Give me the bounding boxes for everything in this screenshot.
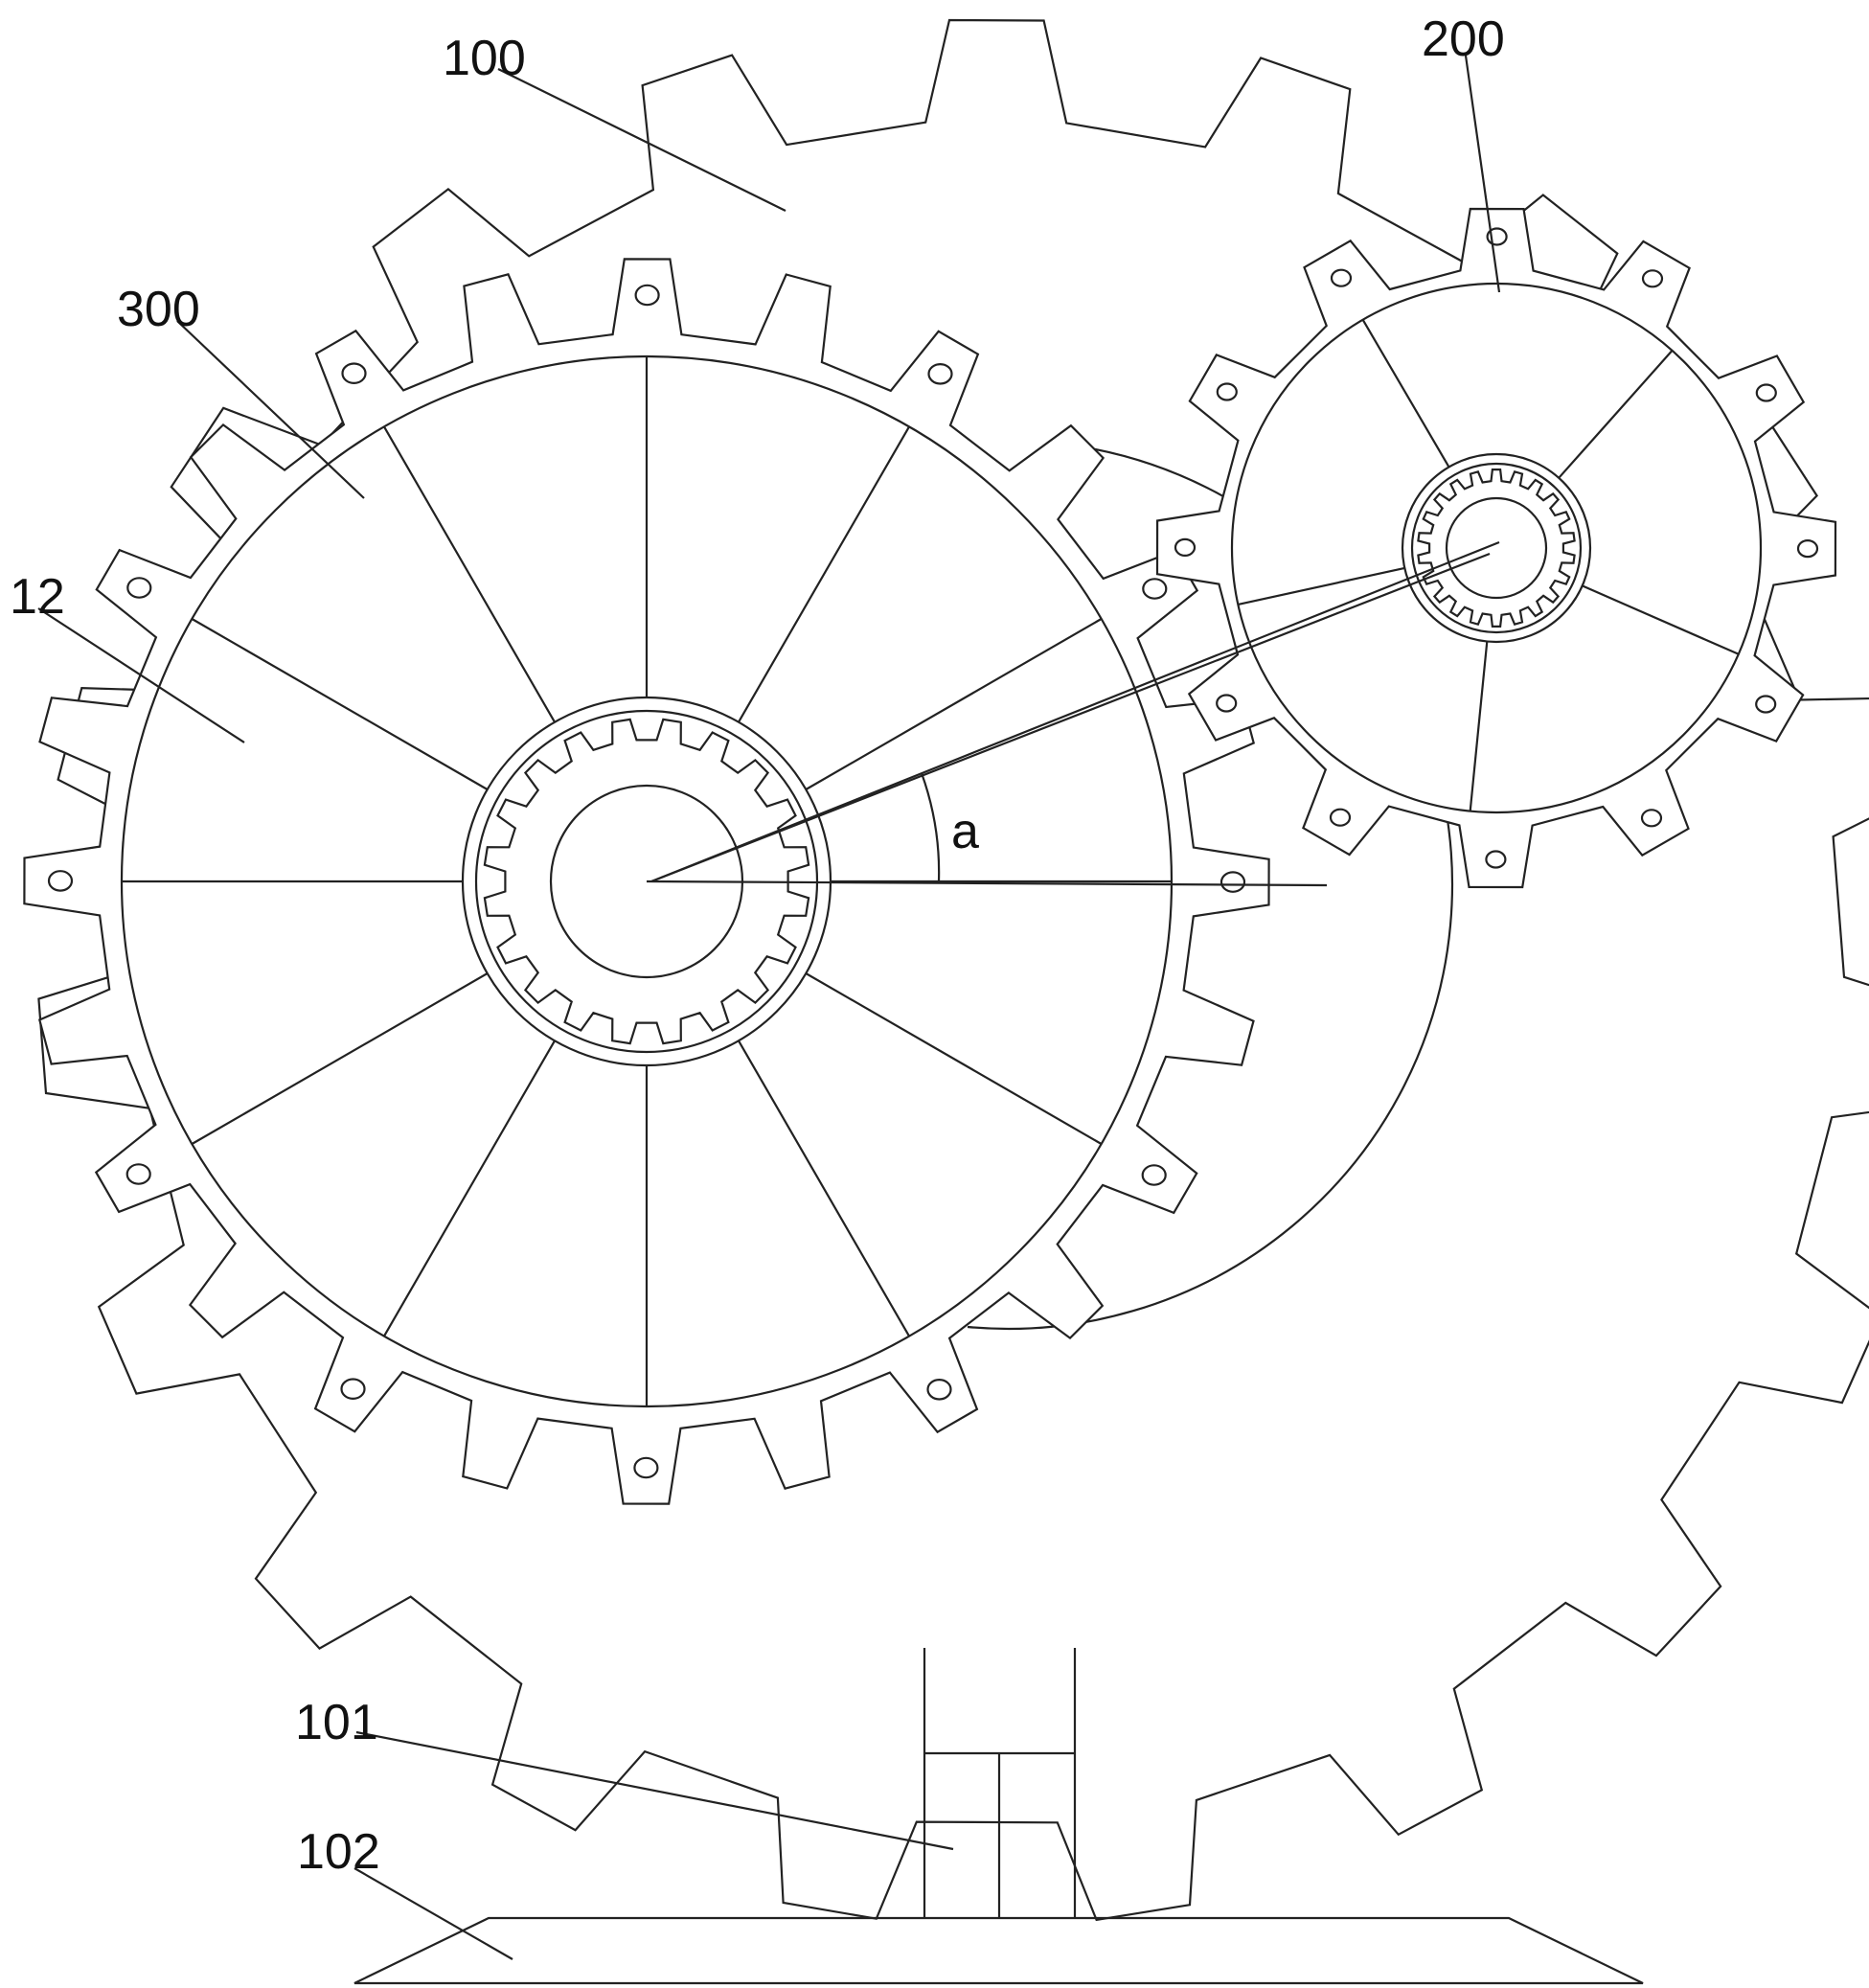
gear-200-spline <box>1417 468 1576 628</box>
bolt-hole <box>1219 871 1246 893</box>
angle-construction <box>646 540 1500 887</box>
gear-200-spokes <box>1238 319 1740 811</box>
bolt-hole <box>926 1379 952 1401</box>
base-plate <box>353 1916 1644 1985</box>
bolt-hole <box>634 284 660 307</box>
center-line-upper <box>650 540 1500 883</box>
spoke <box>1558 350 1674 479</box>
gear-300-spokes <box>122 356 1172 1406</box>
gear-200-hub-ring <box>1410 462 1583 634</box>
bolt-hole <box>1755 695 1777 714</box>
bolt-hole <box>340 1378 366 1400</box>
leader-100 <box>497 68 786 212</box>
spoke <box>191 972 489 1145</box>
label-200: 200 <box>1422 11 1505 67</box>
bolt-hole <box>1755 383 1777 402</box>
spoke <box>805 618 1103 790</box>
gear-200-holes <box>1174 227 1819 869</box>
leader-300 <box>176 320 365 499</box>
label-12: 12 <box>10 569 65 625</box>
bolt-hole <box>47 870 74 892</box>
bolt-hole <box>1141 1164 1167 1186</box>
label-300: 300 <box>117 282 200 337</box>
center-line-lower <box>650 552 1491 883</box>
spoke <box>1361 319 1450 468</box>
gear-200-hub-outer <box>1401 452 1592 644</box>
spoke <box>383 425 556 723</box>
bolt-hole <box>1216 694 1238 713</box>
bolt-hole <box>633 1456 659 1479</box>
bolt-hole <box>125 1163 151 1185</box>
angle-arc <box>920 772 941 882</box>
gear-200-rim <box>1230 282 1763 814</box>
spoke <box>383 1040 556 1337</box>
spoke <box>738 1040 910 1337</box>
spoke <box>1469 641 1489 811</box>
bolt-hole <box>1216 382 1238 401</box>
label-100: 100 <box>443 31 526 86</box>
label-102: 102 <box>297 1824 380 1880</box>
bolt-hole <box>1640 809 1663 828</box>
gear-300-holes <box>47 284 1246 1479</box>
leader-lines <box>37 55 1501 1960</box>
bolt-hole <box>1485 850 1507 869</box>
label-101: 101 <box>295 1695 378 1750</box>
horizontal-reference-line <box>646 880 1328 887</box>
bolt-hole <box>1174 537 1197 558</box>
bolt-hole <box>1142 578 1168 600</box>
spoke <box>191 618 489 790</box>
bolt-hole <box>927 362 953 385</box>
leader-102 <box>353 1867 513 1960</box>
spoke <box>805 972 1103 1145</box>
gear-200 <box>1155 207 1837 889</box>
spoke <box>738 425 910 723</box>
bolt-hole <box>341 362 367 384</box>
bolt-hole <box>1796 538 1819 559</box>
spoke <box>1582 584 1740 655</box>
bolt-hole <box>1486 227 1508 246</box>
stand <box>923 1648 1077 1918</box>
leader-12 <box>37 607 245 743</box>
bolt-hole <box>1330 268 1353 287</box>
bolt-hole <box>1641 269 1664 288</box>
leader-200 <box>1464 55 1501 293</box>
bolt-hole <box>126 577 152 599</box>
gear-300-spline <box>483 718 810 1045</box>
gear-200-bore <box>1445 496 1548 600</box>
spoke <box>1238 566 1405 606</box>
bolt-hole <box>1329 808 1352 827</box>
leader-101 <box>355 1730 954 1851</box>
label-angle-a: a <box>951 804 979 859</box>
